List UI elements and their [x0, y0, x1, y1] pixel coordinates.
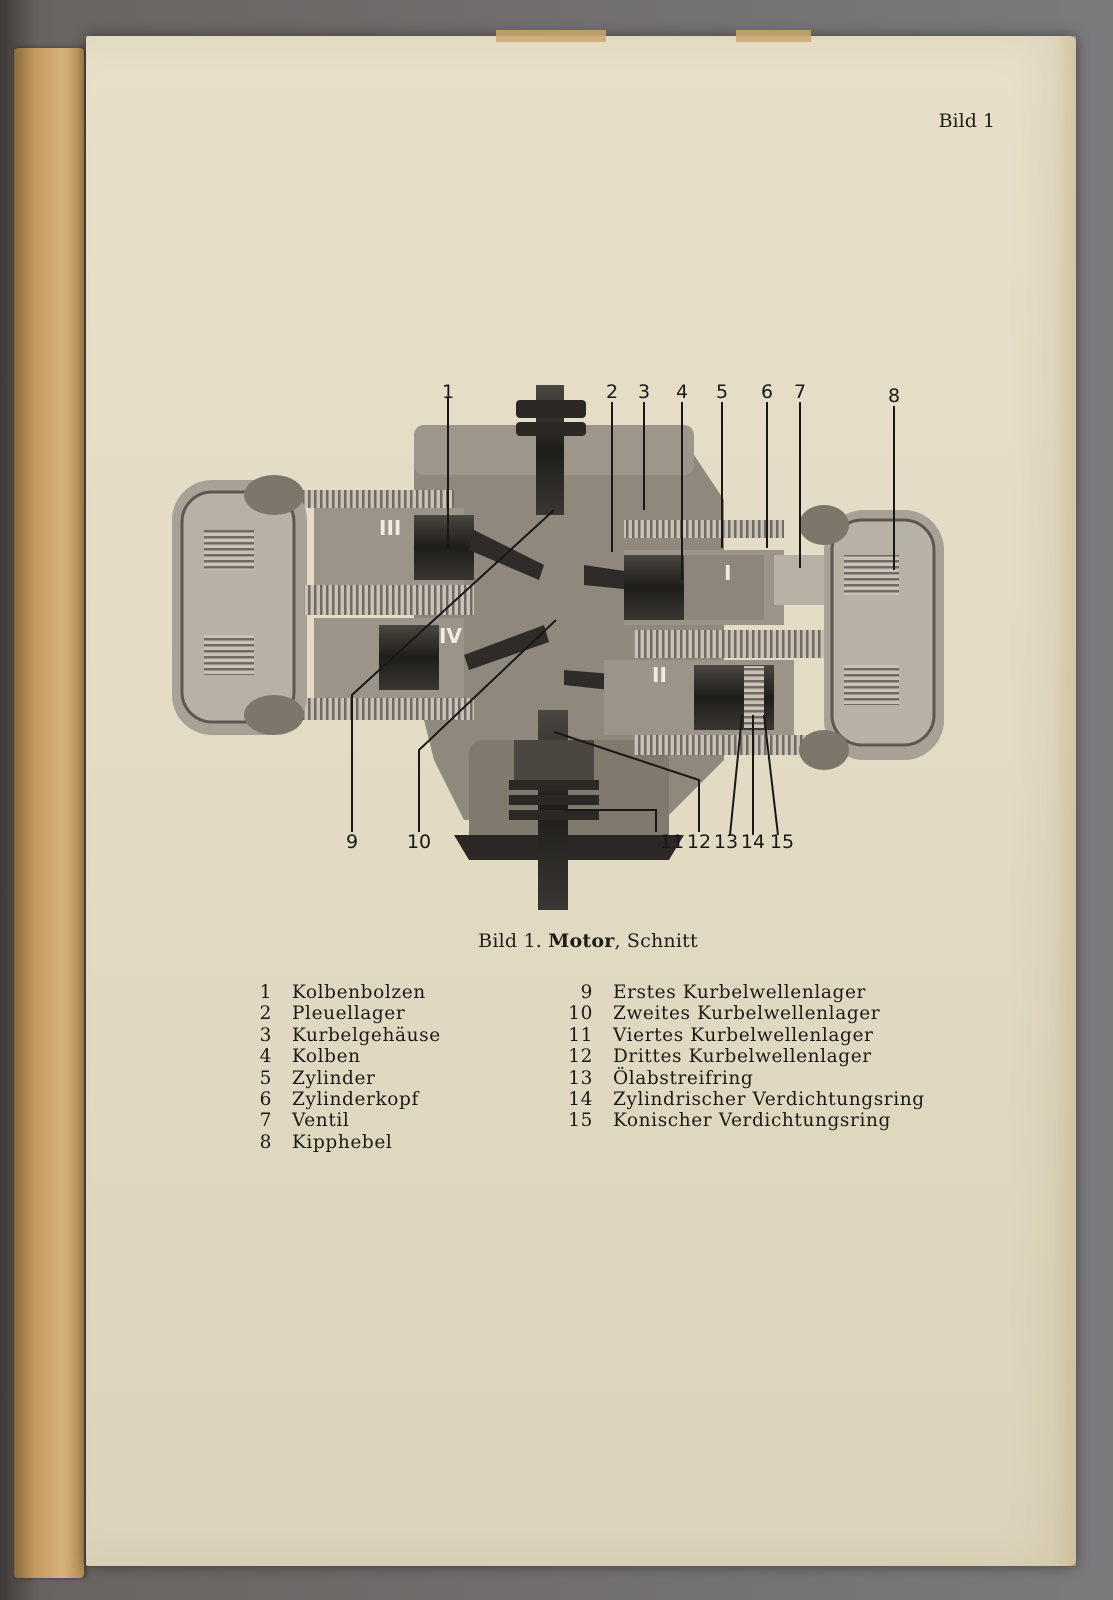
callout-number: 12 — [687, 831, 711, 853]
caption-suffix: , Schnitt — [614, 930, 698, 952]
caption-bold: Motor — [548, 930, 615, 952]
callout-number: 5 — [716, 381, 728, 403]
tape-strip — [736, 30, 811, 42]
callout-number: 1 — [442, 381, 454, 403]
cylinder-label: II — [652, 663, 667, 687]
legend-number: 1 — [259, 982, 272, 1003]
legend-label: Zylindrischer Verdichtungsring — [613, 1089, 925, 1111]
legend-label: Zylinderkopf — [292, 1089, 419, 1111]
legend-number: 11 — [568, 1024, 593, 1046]
legend-item: 12 Drittes Kurbelwellenlager — [565, 1046, 925, 1067]
legend-item: 10 Zweites Kurbelwellenlager — [565, 1003, 925, 1024]
legend-number: 8 — [259, 1131, 272, 1153]
callout-number: 6 — [761, 381, 773, 403]
callout-number: 4 — [676, 381, 688, 403]
legend-label: Zylinder — [292, 1067, 376, 1089]
caption-prefix: Bild 1. — [478, 930, 543, 952]
legend-item: 9 Erstes Kurbelwellenlager — [565, 982, 925, 1003]
legend-item: 13 Ölabstreifring — [565, 1068, 925, 1089]
figure-caption: Bild 1. Motor, Schnitt — [0, 930, 1113, 952]
legend-label: Zweites Kurbelwellenlager — [613, 1003, 881, 1025]
legend-item: 11 Viertes Kurbelwellenlager — [565, 1025, 925, 1046]
legend-label: Kurbelgehäuse — [292, 1024, 441, 1046]
callout-number: 7 — [794, 381, 806, 403]
callout-number: 8 — [888, 385, 900, 407]
cylinder-label: I — [724, 561, 731, 585]
legend-left-column: 1 Kolbenbolzen 2 Pleuellager 3 Kurbelgehäus… — [258, 982, 441, 1153]
legend-number: 13 — [568, 1067, 593, 1089]
engine-drawing: III I IV II 1 2 3 4 5 — [172, 381, 944, 910]
callout-number: 13 — [714, 831, 738, 853]
engine-cross-section-illustration: III I IV II 1 2 3 4 5 — [164, 380, 964, 920]
callout-number: 15 — [770, 831, 794, 853]
legend-number: 6 — [259, 1089, 272, 1111]
callout-number: 9 — [346, 831, 358, 853]
legend-number: 7 — [259, 1110, 272, 1132]
legend-label: Kipphebel — [292, 1131, 393, 1153]
legend-label: Ölabstreifring — [613, 1067, 754, 1089]
legend-item: 4 Kolben — [258, 1046, 441, 1067]
legend-number: 2 — [259, 1003, 272, 1025]
callout-number: 10 — [407, 831, 431, 853]
legend-number: 9 — [580, 982, 593, 1003]
page-header: Bild 1 — [938, 110, 995, 132]
legend-item: 14 Zylindrischer Verdichtungsring — [565, 1089, 925, 1110]
legend-number: 14 — [568, 1089, 593, 1111]
legend-label: Erstes Kurbelwellenlager — [613, 982, 866, 1003]
legend-label: Kolben — [292, 1046, 361, 1068]
callout-number: 11 — [660, 831, 684, 853]
legend-number: 5 — [259, 1067, 272, 1089]
legend-label: Konischer Verdichtungsring — [613, 1110, 891, 1132]
legend-item: 5 Zylinder — [258, 1068, 441, 1089]
legend-label: Viertes Kurbelwellenlager — [613, 1024, 874, 1046]
legend-item: 1 Kolbenbolzen — [258, 982, 441, 1003]
legend-number: 12 — [568, 1046, 593, 1068]
callout-number: 3 — [638, 381, 650, 403]
tape-strip — [496, 30, 606, 42]
page-edge-shade — [1054, 36, 1076, 1566]
callout-number: 2 — [606, 381, 618, 403]
legend-number: 15 — [568, 1110, 593, 1132]
legend-item: 8 Kipphebel — [258, 1132, 441, 1153]
legend-number: 4 — [259, 1046, 272, 1068]
legend-number: 10 — [568, 1003, 593, 1025]
legend-right-column: 9 Erstes Kurbelwellenlager 10 Zweites Kurb… — [565, 982, 925, 1132]
cylinder-label: III — [379, 516, 401, 540]
callout-number: 14 — [741, 831, 765, 853]
legend-item: 15 Konischer Verdichtungsring — [565, 1110, 925, 1131]
legend-label: Drittes Kurbelwellenlager — [613, 1046, 872, 1068]
legend-item: 2 Pleuellager — [258, 1003, 441, 1024]
book-back-cover — [14, 48, 84, 1578]
cylinder-label: IV — [439, 624, 462, 648]
legend-label: Ventil — [292, 1110, 350, 1132]
legend-item: 6 Zylinderkopf — [258, 1089, 441, 1110]
legend-item: 3 Kurbelgehäuse — [258, 1025, 441, 1046]
legend-label: Kolbenbolzen — [292, 982, 426, 1003]
legend-item: 7 Ventil — [258, 1110, 441, 1131]
legend-label: Pleuellager — [292, 1003, 406, 1025]
legend-number: 3 — [259, 1024, 272, 1046]
